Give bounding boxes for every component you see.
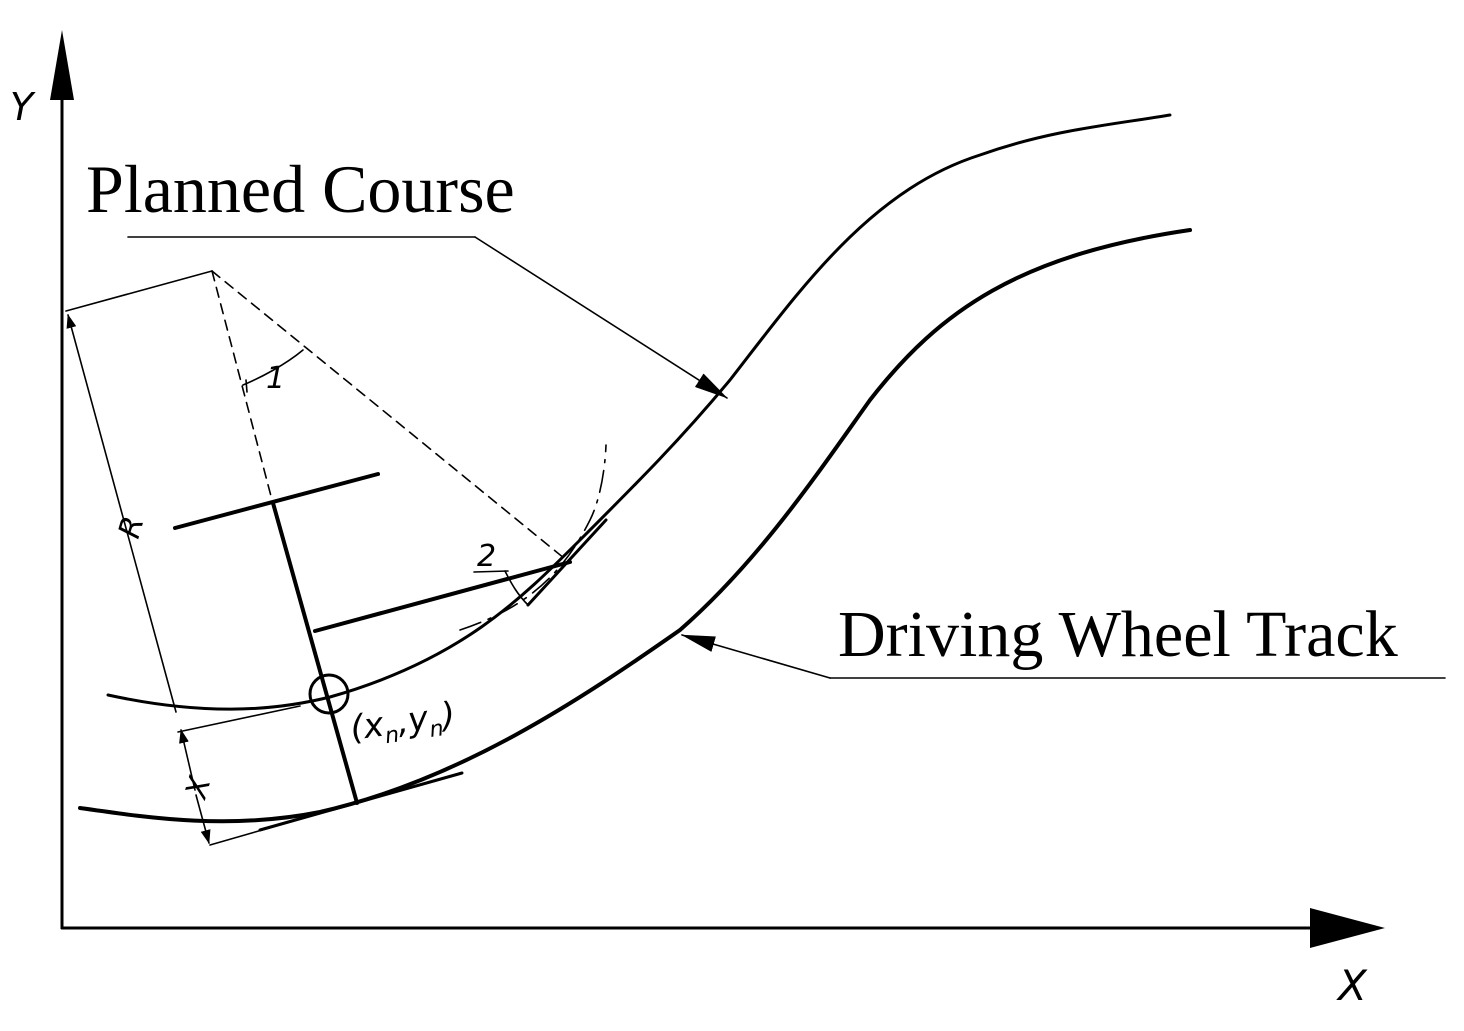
planned-course-leader — [474, 236, 728, 399]
radius-label: R — [112, 513, 151, 543]
vehicle-axis-line — [271, 501, 359, 805]
position-point-marker — [308, 673, 350, 715]
planned-course-label: Planned Course — [86, 151, 515, 227]
offset-dimension-line-down — [195, 794, 211, 844]
angle-2-underline — [473, 570, 509, 573]
offset-label: X — [178, 771, 218, 804]
point-label: (xn,yn) — [348, 695, 459, 754]
y-axis-arrowhead — [50, 30, 74, 100]
tangent-dashdot-arc — [459, 444, 607, 631]
angle-1-label: 1 — [266, 361, 285, 396]
angle-2-arc — [504, 570, 529, 606]
rear-axle-line — [313, 560, 572, 633]
angle-2-label: 2 — [477, 539, 496, 574]
dashed-line-b — [211, 270, 571, 564]
dashed-line-a — [211, 270, 273, 501]
driving-wheel-track-leader — [681, 634, 831, 679]
x-axis-arrowhead — [1310, 908, 1385, 948]
point-label-x-sub: n — [384, 723, 401, 750]
radius-bottom-line — [209, 821, 291, 846]
angle-1-arc — [242, 349, 304, 386]
radius-dimension-line — [66, 314, 177, 713]
driving-wheel-track-curve — [78, 228, 1192, 824]
wheel-tangent-segment — [258, 771, 464, 832]
axes: Y X — [10, 30, 1385, 1010]
offset-extension-line — [177, 705, 301, 733]
front-axle-line — [173, 472, 380, 530]
y-axis-label: Y — [10, 85, 36, 129]
radius-top-line — [65, 270, 213, 312]
driving-wheel-track-label: Driving Wheel Track — [838, 598, 1398, 671]
angle-1-tick — [245, 379, 248, 393]
point-label-y-sub: n — [428, 716, 445, 743]
x-axis-label: X — [1336, 961, 1368, 1010]
offset-dimension-line-up — [179, 729, 196, 791]
